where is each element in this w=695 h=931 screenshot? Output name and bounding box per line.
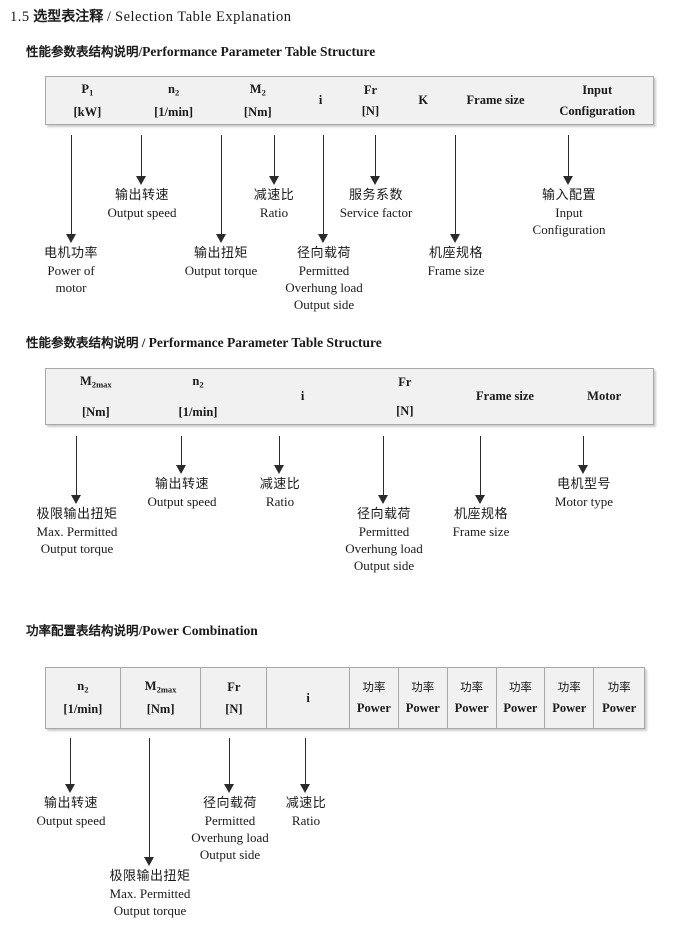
annotation-ratio: 减速比 Ratio	[253, 188, 295, 220]
power-combination-table: n2 [1/min] M2max [Nm] Fr [N] i 功率 Power …	[45, 667, 645, 729]
section-title-cn: 选型表注释	[33, 9, 104, 25]
table3-cell-power-3: 功率 Power	[446, 668, 496, 728]
subtitle-2-separator: /	[138, 335, 149, 350]
arrow-to-motor-type	[578, 436, 589, 474]
table1-cell-k: K	[418, 93, 429, 108]
table3-cell-power-2: 功率 Power	[397, 668, 447, 728]
table1-cell-p1: P1 [kW]	[73, 81, 102, 119]
arrow-to-output-speed-2	[176, 436, 187, 474]
annotation-max-permitted-output-torque: 极限输出扭矩 Max. Permitted Output torque	[36, 507, 118, 556]
annotation-permitted-overhung-load-3: 径向载荷 Permitted Overhung load Output side	[191, 796, 269, 862]
table3-cell-power-1: 功率 Power	[348, 668, 398, 728]
annotation-output-speed: 输出转速 Output speed	[107, 188, 177, 220]
arrow-to-output-torque	[216, 135, 227, 243]
arrow-to-frame-size-2	[475, 436, 486, 504]
table3-cell-m2max: M2max [Nm]	[119, 668, 201, 728]
table1-cell-i: i	[318, 93, 323, 108]
table3-cell-power-6: 功率 Power	[593, 668, 644, 728]
table3-cell-power-4: 功率 Power	[495, 668, 545, 728]
subtitle-1-en: Performance Parameter Table Structure	[142, 44, 376, 59]
annotation-max-permitted-output-torque-3: 极限输出扭矩 Max. Permitted Output torque	[109, 869, 191, 918]
annotation-ratio-2: 减速比 Ratio	[259, 477, 301, 509]
arrow-to-power-of-motor	[66, 135, 77, 243]
table3-cell-fr: Fr [N]	[200, 668, 266, 728]
annotation-output-speed-3: 输出转速 Output speed	[36, 796, 106, 828]
arrow-to-permitted-overhung-load-3	[224, 738, 235, 793]
table2-cell-motor: Motor	[587, 389, 622, 404]
table1-cell-fr: Fr [N]	[361, 82, 380, 118]
table2-cell-n2: n2 [1/min]	[178, 373, 218, 419]
annotation-permitted-overhung-load-2: 径向载荷 Permitted Overhung load Output side	[345, 507, 423, 573]
annotation-ratio-3: 减速比 Ratio	[285, 796, 327, 828]
subtitle-2-en: Performance Parameter Table Structure	[148, 335, 382, 350]
subtitle-3-cn: 功率配置表结构说明	[26, 623, 139, 638]
arrow-to-service-factor	[370, 135, 381, 185]
table2-cell-frame-size: Frame size	[476, 389, 534, 404]
subtitle-power-combination: 功率配置表结构说明/Power Combination	[26, 624, 258, 638]
arrow-to-ratio	[269, 135, 280, 185]
annotation-output-speed-2: 输出转速 Output speed	[147, 477, 217, 509]
performance-parameter-table-1: P1 [kW] n2 [1/min] M2 [Nm] i Fr [N] K Fr…	[45, 76, 654, 125]
subtitle-performance-1: 性能参数表结构说明/Performance Parameter Table St…	[26, 45, 375, 59]
section-title-separator: /	[106, 9, 112, 25]
annotation-power-of-motor: 电机功率 Power of motor	[43, 246, 99, 295]
table1-cell-frame-size: Frame size	[466, 93, 525, 108]
annotation-input-configuration: 输入配置 Input Configuration	[532, 188, 606, 237]
subtitle-3-separator: /	[138, 623, 143, 638]
annotation-frame-size: 机座规格 Frame size	[427, 246, 485, 278]
table1-cell-input-configuration: Input Configuration	[559, 82, 636, 118]
arrow-to-output-speed-3	[65, 738, 76, 793]
arrow-to-permitted-overhung-load-2	[378, 436, 389, 504]
performance-parameter-table-2: M2max [Nm] n2 [1/min] i Fr [N] Frame siz…	[45, 368, 654, 425]
subtitle-performance-2: 性能参数表结构说明 / Performance Parameter Table …	[26, 336, 382, 350]
subtitle-1-separator: /	[138, 44, 143, 59]
page-title: 1.5 选型表注释 / Selection Table Explanation	[10, 10, 292, 25]
table3-cell-power-5: 功率 Power	[544, 668, 593, 728]
subtitle-3-en: Power Combination	[142, 623, 258, 638]
table3-cell-i: i	[266, 668, 349, 728]
arrow-to-frame-size	[450, 135, 461, 243]
subtitle-1-cn: 性能参数表结构说明	[26, 44, 139, 59]
annotation-output-torque: 输出扭矩 Output torque	[184, 246, 258, 278]
table1-cell-n2: n2 [1/min]	[154, 81, 194, 119]
table3-cell-n2: n2 [1/min]	[63, 679, 103, 717]
arrow-to-input-configuration	[563, 135, 574, 185]
arrow-to-output-speed	[136, 135, 147, 185]
table1-cell-m2: M2 [Nm]	[243, 81, 272, 119]
table2-cell-i: i	[300, 389, 305, 404]
table2-cell-fr: Fr [N]	[396, 374, 414, 418]
annotation-service-factor: 服务系数 Service factor	[339, 188, 413, 220]
subtitle-2-cn: 性能参数表结构说明	[26, 335, 139, 350]
arrow-to-ratio-3	[300, 738, 311, 793]
arrow-to-permitted-overhung-load	[318, 135, 329, 243]
arrow-to-max-permitted-output-torque	[71, 436, 82, 504]
annotation-permitted-overhung-load: 径向载荷 Permitted Overhung load Output side	[285, 246, 363, 312]
annotation-motor-type: 电机型号 Motor type	[554, 477, 614, 509]
arrow-to-max-permitted-output-torque-3	[144, 738, 155, 866]
table2-cell-m2max: M2max [Nm]	[80, 373, 112, 419]
arrow-to-ratio-2	[274, 436, 285, 474]
annotation-frame-size-2: 机座规格 Frame size	[452, 507, 510, 539]
section-title-en: Selection Table Explanation	[115, 9, 292, 25]
section-number: 1.5	[10, 9, 30, 25]
